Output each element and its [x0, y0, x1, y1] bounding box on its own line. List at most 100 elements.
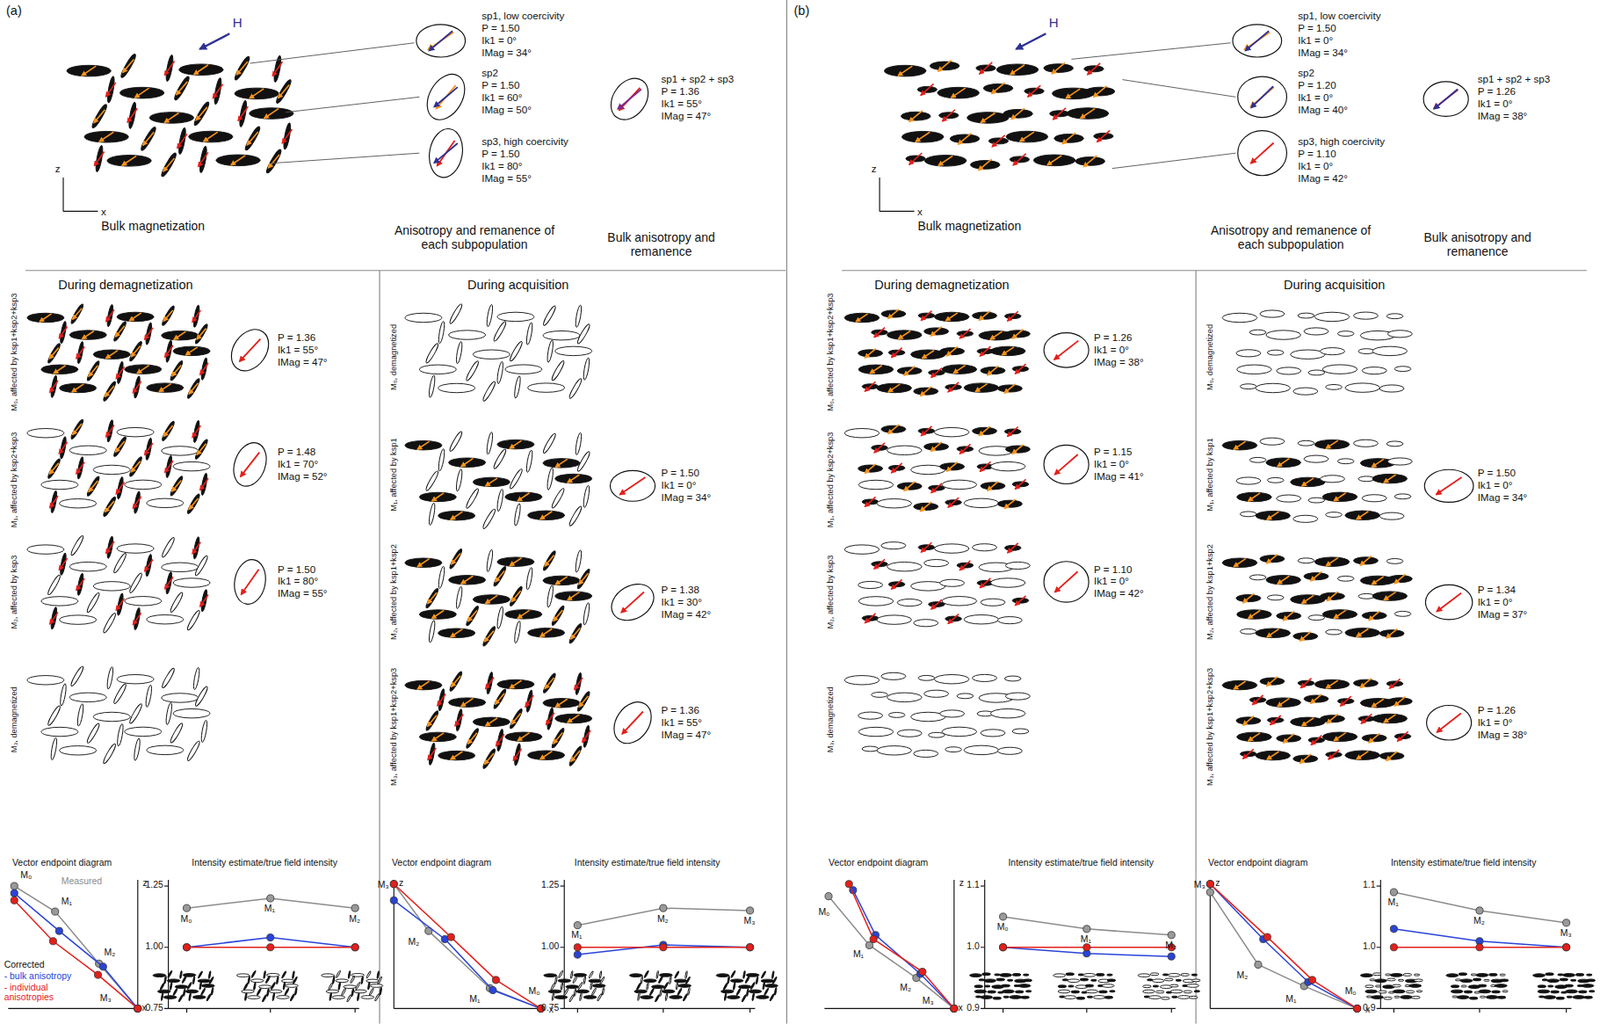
grain [144, 553, 153, 577]
axis-line [1171, 1007, 1173, 1013]
magnetization-arrow [428, 30, 453, 51]
grain [186, 608, 202, 631]
grain [1095, 973, 1105, 977]
magnetization-arrow [143, 131, 155, 145]
magnetization-arrow [450, 629, 463, 638]
grain [258, 984, 272, 989]
grain-population [844, 424, 1030, 512]
magnetization-arrow [948, 497, 959, 507]
grain [963, 498, 999, 507]
leader-line [250, 43, 415, 64]
grain [1379, 512, 1405, 520]
chart-label: M₃ [744, 915, 756, 927]
grain [438, 383, 476, 392]
magnetization-arrow [192, 310, 201, 322]
magnetization-arrow [212, 84, 223, 99]
grain [168, 591, 184, 614]
grain [128, 456, 144, 478]
grain [1249, 456, 1267, 463]
grain [366, 978, 380, 983]
grain [186, 739, 202, 762]
parameter-text: P = 1.48 [277, 446, 316, 458]
data-point [182, 904, 190, 912]
grain [192, 995, 206, 1000]
grain [1083, 973, 1096, 978]
grain [1236, 477, 1261, 485]
grain [568, 993, 574, 1002]
magnetization-arrow [1310, 571, 1322, 580]
grain [161, 330, 199, 340]
chart-label: Vector endpoint diagram [391, 857, 492, 869]
grain [673, 978, 688, 983]
grain [972, 673, 998, 681]
magnetization-arrow [132, 381, 141, 393]
grain-population [1533, 972, 1596, 1000]
grain [576, 690, 592, 713]
grain [347, 970, 351, 978]
parameter-text: P = 1.50 [481, 147, 520, 160]
anisotropy-ellipse [419, 67, 472, 127]
ellipse-shape [609, 470, 655, 501]
grain [289, 992, 296, 1001]
grain [972, 543, 998, 551]
magnetization-arrow [979, 346, 991, 356]
data-point [1206, 880, 1214, 888]
grain [272, 992, 276, 1001]
grain [472, 349, 510, 359]
grain [1085, 989, 1099, 993]
grain [1249, 329, 1267, 335]
anisotropy-ellipse [425, 126, 466, 181]
magnetization-arrow [434, 86, 458, 107]
grain [249, 108, 294, 120]
chart-label: M₀ [997, 921, 1009, 933]
axis-line [560, 1007, 565, 1009]
grain [405, 440, 442, 449]
grain [1379, 384, 1405, 392]
axis-line [1393, 1007, 1395, 1013]
grain [115, 361, 124, 384]
magnetization-arrow [864, 463, 876, 473]
magnetization-arrow [53, 365, 66, 374]
parameter-text: Ik1 = 0° [481, 34, 517, 46]
grain [513, 503, 522, 527]
grain [496, 488, 505, 512]
legend-entry: - bulk anisotropy [4, 970, 88, 981]
grain [244, 991, 247, 1000]
data-point [1206, 880, 1214, 888]
grain [984, 978, 997, 983]
grain [208, 970, 211, 979]
grain [557, 978, 572, 983]
grain [464, 360, 480, 383]
grain [241, 989, 255, 993]
row-label: M₂, affected by ksp1+ksp2 [1205, 543, 1216, 640]
magnetization-arrow [165, 345, 174, 357]
grain [182, 988, 186, 997]
magnetization-arrow [991, 135, 1005, 147]
grain [58, 552, 67, 576]
magnetization-arrow [437, 694, 446, 706]
grain [351, 988, 355, 997]
grain [565, 984, 580, 989]
grain [1064, 995, 1077, 1000]
magnetization-arrow [1012, 444, 1023, 454]
grain [550, 359, 565, 382]
magnetization-arrow [282, 129, 292, 144]
grain [291, 970, 295, 979]
grain [1472, 977, 1482, 981]
magnetization-arrow [188, 498, 198, 509]
grain-population [321, 970, 384, 1002]
grain [1390, 973, 1403, 978]
tick-label: 1.1 [1336, 879, 1376, 891]
grain [41, 726, 79, 736]
chart-label: M₀ [1345, 985, 1357, 997]
grain [46, 342, 62, 365]
axis-line [953, 879, 955, 1008]
chart-label: M₁ [1285, 993, 1296, 1005]
grain [50, 606, 58, 630]
grain [1361, 494, 1387, 502]
parameter-text: P = 1.50 [1297, 22, 1336, 35]
grain [160, 991, 164, 1000]
grain [887, 330, 922, 340]
grain [455, 468, 464, 492]
magnetization-arrow [432, 492, 444, 501]
